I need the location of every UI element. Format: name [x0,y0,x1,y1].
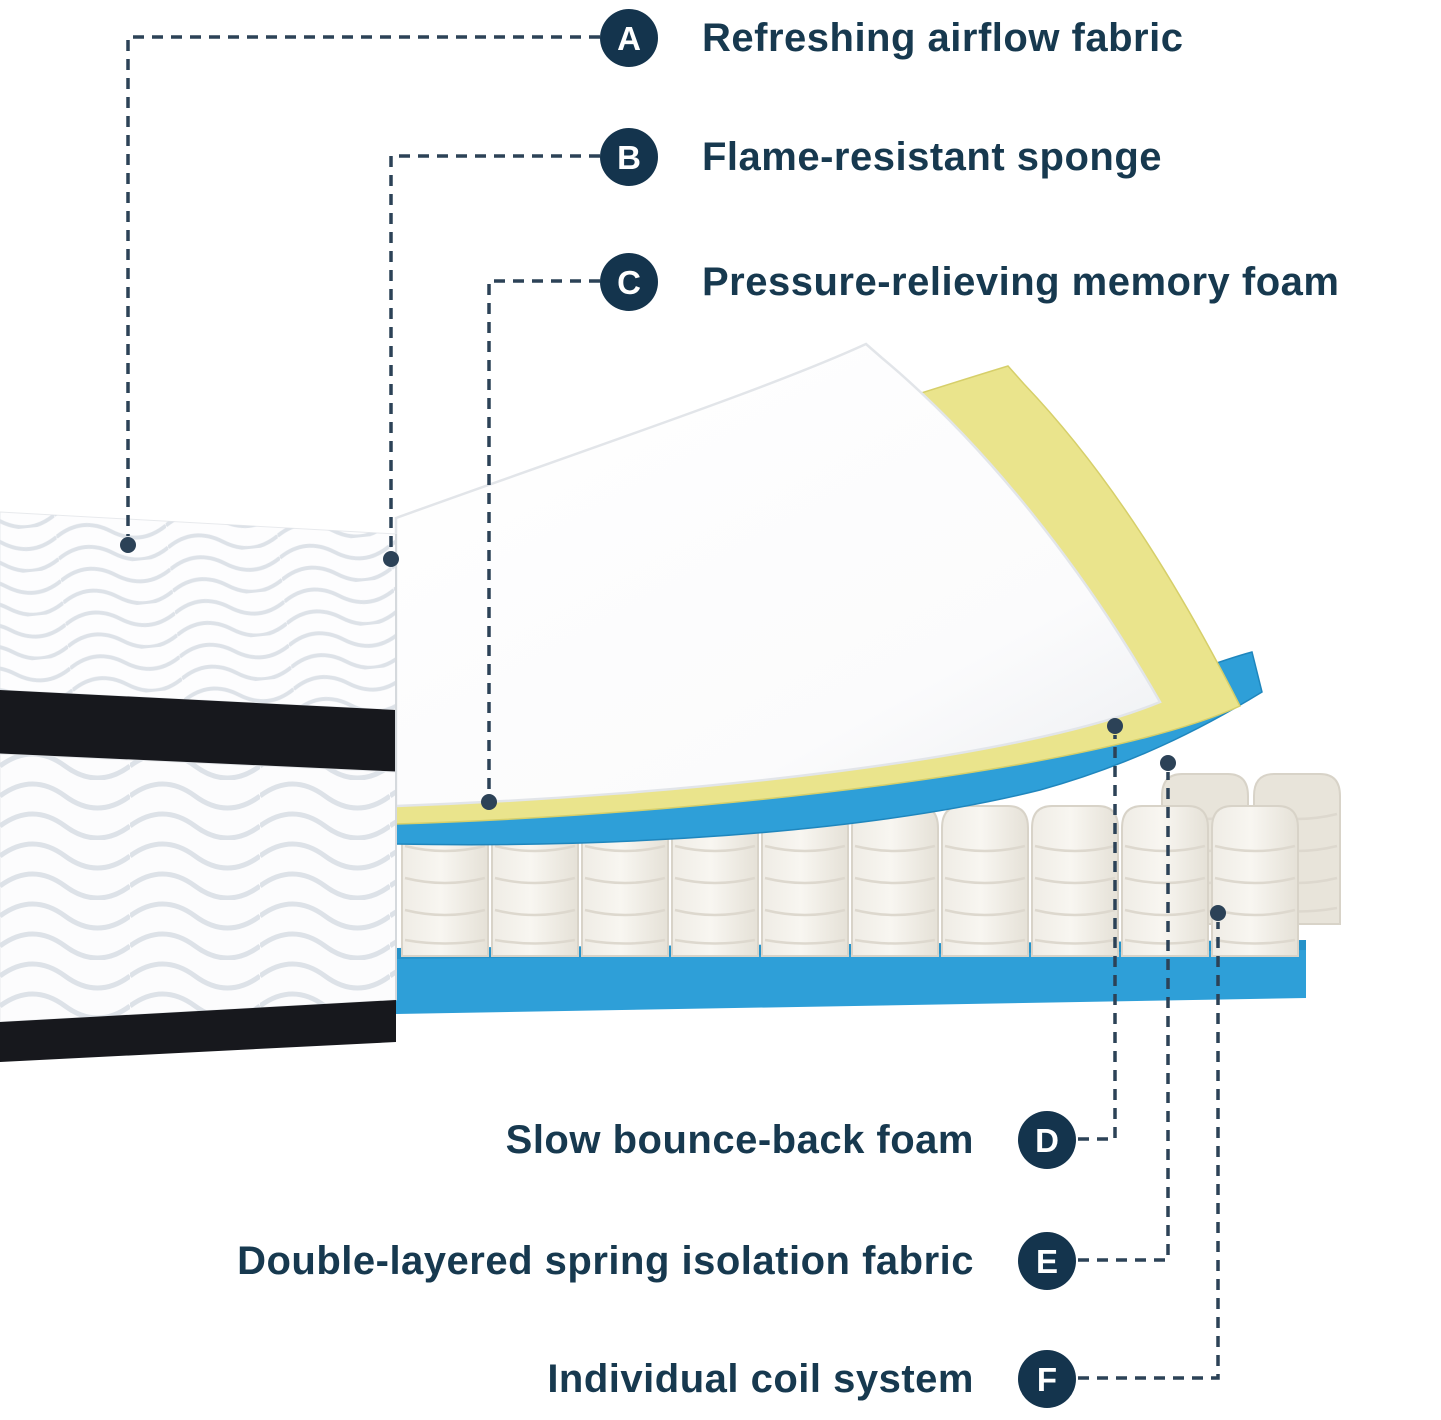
leader-line-e [1078,772,1170,1262]
leader-dot-a [120,537,136,553]
callout-b-label: Flame-resistant sponge [702,135,1163,179]
leader-line-f [1078,922,1220,1380]
spring-base-slab [396,940,1306,1014]
callout-c-label: Pressure-relieving memory foam [702,260,1340,304]
callout-e-label: Double-layered spring isolation fabric [237,1239,974,1283]
callout-d-label: Slow bounce-back foam [505,1118,974,1162]
leader-line-b [389,154,600,550]
callout-b-badge: B [600,128,658,186]
mattress-top-quilting [0,512,396,710]
top-sheet-layer [394,342,1162,808]
callout-f-badge: F [1018,1350,1076,1408]
mattress-side-quilting [0,754,396,1022]
callout-a-badge: A [600,9,658,67]
leader-line-a [126,35,600,536]
mattress-base-band [0,1000,396,1062]
callout-e-badge: E [1018,1232,1076,1290]
callout-airflow-fabric: A Refreshing airflow fabric [600,9,1183,67]
callout-a-label: Refreshing airflow fabric [702,16,1184,60]
callout-bounce-back-foam: Slow bounce-back foam D [506,1111,1076,1169]
leader-lines [126,35,1220,1380]
leader-dot-f [1210,905,1226,921]
leader-line-d [1078,735,1117,1141]
leader-dot-b [383,551,399,567]
leader-dot-d [1107,718,1123,734]
mattress-top-band [0,690,396,772]
mattress-block [0,511,397,1062]
leader-dot-c [481,794,497,810]
callout-c-badge: C [600,253,658,311]
callout-f-label: Individual coil system [547,1357,974,1401]
callout-memory-foam: C Pressure-relieving memory foam [600,253,1339,311]
callout-spring-isolation-fabric: Double-layered spring isolation fabric E [237,1232,1076,1290]
leader-dot-e [1160,755,1176,771]
callout-flame-resistant-sponge: B Flame-resistant sponge [600,128,1162,186]
callout-individual-coil-system: Individual coil system F [547,1350,1076,1408]
callout-d-badge: D [1018,1111,1076,1169]
leader-dots [120,537,1226,921]
